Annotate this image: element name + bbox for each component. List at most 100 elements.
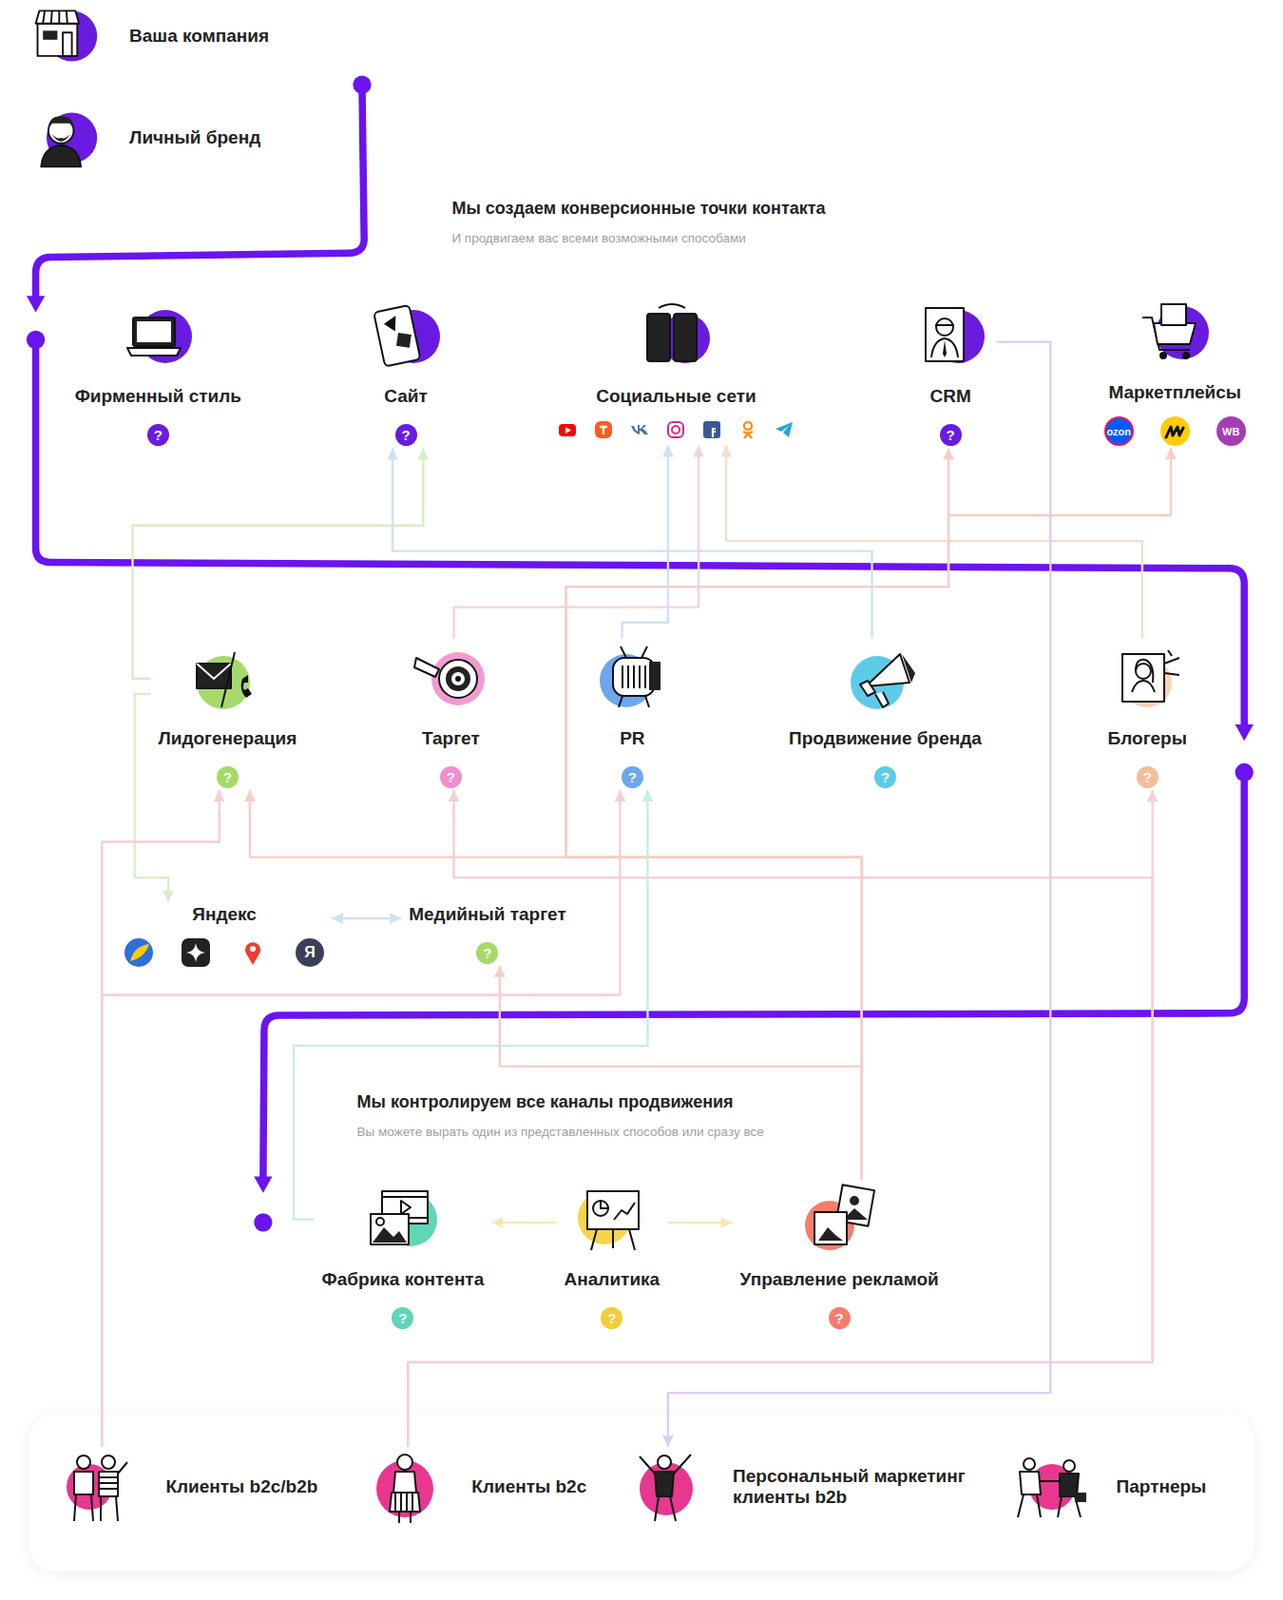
help-badge: ? bbox=[147, 423, 170, 446]
social-icon bbox=[593, 420, 613, 440]
client-node: Партнеры bbox=[1006, 1448, 1213, 1525]
icon bbox=[119, 298, 196, 375]
control-node: Фабрика контента? bbox=[316, 1181, 491, 1329]
arrow-head bbox=[692, 445, 705, 458]
icon bbox=[28, 0, 101, 73]
node-label: Сайт bbox=[383, 385, 428, 407]
connector-line bbox=[407, 789, 1152, 1447]
section-subtitle: И продвигаем вас всеми возможными способ… bbox=[451, 230, 746, 246]
help-badge: ? bbox=[391, 1306, 414, 1329]
control-node: Аналитика? bbox=[558, 1181, 667, 1329]
connector bbox=[331, 912, 402, 924]
connector bbox=[133, 448, 430, 679]
node-label: Фабрика контента bbox=[322, 1268, 485, 1290]
arrow-head bbox=[721, 1216, 733, 1228]
connector-line bbox=[134, 693, 169, 902]
logo: ozon bbox=[1104, 416, 1134, 446]
node-label: Таргет bbox=[421, 727, 480, 749]
connector-line bbox=[499, 965, 862, 1180]
social-icons bbox=[557, 420, 794, 443]
icon-slot bbox=[912, 298, 989, 375]
node-label: Социальные сети bbox=[595, 385, 756, 407]
connector-line bbox=[101, 789, 219, 1447]
arrow-head bbox=[417, 448, 429, 460]
social-icon bbox=[666, 420, 686, 440]
connector bbox=[386, 448, 872, 639]
logo bbox=[238, 938, 268, 967]
connector-line bbox=[566, 447, 1171, 1179]
node-label: PR bbox=[619, 727, 645, 749]
channel-node: Медийный таргет? bbox=[402, 903, 573, 964]
arrow-head bbox=[942, 448, 955, 460]
connector bbox=[454, 445, 705, 639]
icon-slot bbox=[364, 1181, 441, 1258]
icon-slot bbox=[1012, 1448, 1089, 1525]
logo: Я bbox=[295, 938, 325, 967]
icon-slot bbox=[60, 1448, 137, 1525]
node-label: Маркетплейсы bbox=[1108, 382, 1242, 403]
yandex-logos: Я bbox=[124, 938, 325, 967]
icon-slot bbox=[412, 640, 489, 717]
connector-line bbox=[622, 445, 669, 639]
icon bbox=[1012, 1448, 1089, 1525]
social-icon bbox=[738, 420, 758, 440]
node-label: Лидогенерация bbox=[157, 727, 297, 749]
node-label: Продвижение бренда bbox=[788, 727, 982, 749]
service-node: Фирменный стиль? bbox=[69, 298, 248, 446]
icon-slot bbox=[846, 640, 923, 717]
icon-slot bbox=[637, 298, 714, 375]
logo-text: WB bbox=[1222, 425, 1240, 438]
connector-line bbox=[566, 448, 949, 1180]
node-label: Фирменный стиль bbox=[75, 385, 242, 407]
icon bbox=[628, 1448, 705, 1525]
connector bbox=[622, 445, 674, 639]
section-title: Мы контролируем все каналы продвижения bbox=[357, 1091, 734, 1112]
help-badge: ? bbox=[828, 1306, 851, 1329]
arrow-head bbox=[213, 789, 226, 802]
icon bbox=[593, 640, 671, 717]
arrow-head bbox=[491, 1216, 503, 1228]
logo bbox=[124, 938, 154, 967]
connector bbox=[101, 789, 626, 1447]
icon bbox=[1109, 640, 1186, 717]
maps-glyph bbox=[238, 938, 268, 967]
icon-slot bbox=[366, 1448, 443, 1525]
service-node: Сайт? bbox=[362, 298, 450, 446]
node-label: Личный бренд bbox=[129, 127, 261, 149]
icon-slot bbox=[367, 298, 444, 375]
connector-line bbox=[392, 448, 872, 639]
client-node: Персональный маркетинг клиенты b2b bbox=[622, 1448, 986, 1525]
icon bbox=[574, 1181, 651, 1258]
node-label: Аналитика bbox=[564, 1268, 661, 1290]
social-icon bbox=[630, 420, 650, 440]
client-node: Клиенты b2c/b2b bbox=[55, 1448, 324, 1525]
icon-slot bbox=[628, 1448, 705, 1525]
connector bbox=[491, 1216, 556, 1228]
icon bbox=[637, 298, 714, 375]
node-label: Яндекс bbox=[191, 903, 257, 925]
service-node: Социальные сети bbox=[552, 298, 800, 443]
icon-slot bbox=[119, 298, 196, 375]
icon bbox=[846, 640, 923, 717]
social-icon bbox=[557, 420, 577, 440]
icon bbox=[366, 1448, 443, 1525]
section-title: Мы создаем конверсионные точки контакта bbox=[451, 198, 825, 219]
icon bbox=[801, 1181, 878, 1258]
connector bbox=[566, 447, 1177, 1179]
control-node: Управление рекламой? bbox=[734, 1181, 945, 1329]
arrow-head bbox=[494, 965, 506, 977]
connector bbox=[407, 789, 1152, 1447]
service-node: CRM? bbox=[906, 298, 995, 446]
connector-line bbox=[454, 445, 700, 639]
arrow-head bbox=[1165, 447, 1177, 460]
icon-slot bbox=[1109, 640, 1186, 717]
icon-slot bbox=[28, 0, 101, 73]
connector bbox=[407, 789, 1158, 1447]
channel-node: Таргет? bbox=[406, 640, 495, 788]
marketplace-logos: ozon WB bbox=[1104, 416, 1246, 446]
icon-slot bbox=[1136, 294, 1213, 371]
node-label: CRM bbox=[930, 385, 972, 407]
arrow-head bbox=[244, 789, 256, 802]
help-badge: ? bbox=[600, 1306, 623, 1329]
node-label: Клиенты b2c bbox=[471, 1475, 587, 1497]
